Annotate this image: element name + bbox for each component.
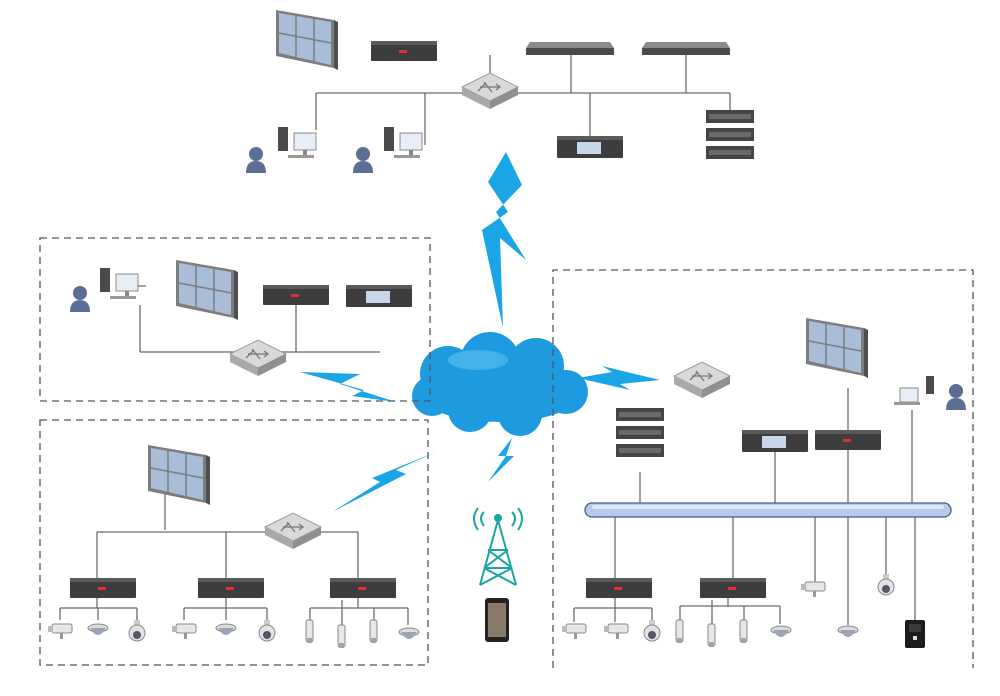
region-border xyxy=(552,269,974,668)
lightning-link-icon xyxy=(300,372,396,402)
remote-site-left xyxy=(39,237,431,402)
camera-icon xyxy=(707,623,716,648)
workstation-icon xyxy=(277,126,317,159)
camera-icon xyxy=(369,619,378,644)
cloud-icon xyxy=(412,332,588,436)
region-border xyxy=(39,237,431,402)
video-wall-icon xyxy=(805,317,869,379)
nvr-icon xyxy=(557,136,623,158)
camera-icon xyxy=(800,581,826,598)
dome-camera-icon xyxy=(87,623,109,636)
nvr-icon xyxy=(70,578,136,598)
camera-icon xyxy=(47,623,73,640)
radio-tower-icon xyxy=(473,507,523,586)
workstation-icon xyxy=(99,267,139,300)
video-wall-icon xyxy=(147,444,211,506)
nvr-icon xyxy=(330,578,396,598)
video-wall-icon xyxy=(275,9,339,71)
lightning-link-icon xyxy=(332,452,436,512)
user-icon xyxy=(246,147,266,173)
bus-backbone-icon xyxy=(584,502,952,518)
lightning-link-icon xyxy=(482,152,526,328)
mobile-phone-icon xyxy=(485,598,509,642)
switch-icon xyxy=(264,512,322,550)
nvr-icon xyxy=(198,578,264,598)
switch-icon xyxy=(673,361,731,399)
camera-icon xyxy=(305,619,314,644)
camera-icon xyxy=(603,623,629,640)
camera-icon xyxy=(171,623,197,640)
nvr-icon xyxy=(346,285,412,307)
access-control-icon xyxy=(905,620,925,648)
workstation-icon xyxy=(894,376,934,405)
wan-links xyxy=(300,152,660,512)
camera-icon xyxy=(561,623,587,640)
server-icon xyxy=(526,42,614,55)
region-border xyxy=(39,419,429,666)
storage-array-icon xyxy=(616,408,664,457)
dome-camera-icon xyxy=(398,627,420,640)
switch-icon xyxy=(461,72,519,110)
camera-site-right xyxy=(552,269,974,668)
nvr-icon xyxy=(586,578,652,598)
ptz-camera-icon xyxy=(643,619,661,642)
ptz-camera-icon xyxy=(877,573,895,596)
camera-icon xyxy=(739,619,748,644)
nvr-icon xyxy=(700,578,766,598)
user-icon xyxy=(946,384,966,410)
nvr-icon xyxy=(263,285,329,305)
server-icon xyxy=(642,42,730,55)
storage-array-icon xyxy=(706,110,754,159)
switch-icon xyxy=(229,339,287,377)
lightning-link-icon xyxy=(488,438,514,482)
ptz-camera-icon xyxy=(258,619,276,642)
camera-icon xyxy=(675,619,684,644)
video-wall-icon xyxy=(175,259,239,321)
nvr-icon xyxy=(742,430,808,452)
nvr-icon xyxy=(371,41,437,61)
ptz-camera-icon xyxy=(128,619,146,642)
nvr-icon xyxy=(815,430,881,450)
dome-camera-icon xyxy=(215,623,237,636)
workstation-icon xyxy=(383,126,423,159)
central-links xyxy=(315,55,731,145)
camera-site-left xyxy=(39,419,429,666)
user-icon xyxy=(353,147,373,173)
user-icon xyxy=(70,286,90,312)
lightning-link-icon xyxy=(578,366,660,390)
dome-camera-icon xyxy=(770,625,792,638)
dome-camera-icon xyxy=(837,625,859,638)
camera-icon xyxy=(337,624,346,649)
central-site xyxy=(246,9,754,173)
